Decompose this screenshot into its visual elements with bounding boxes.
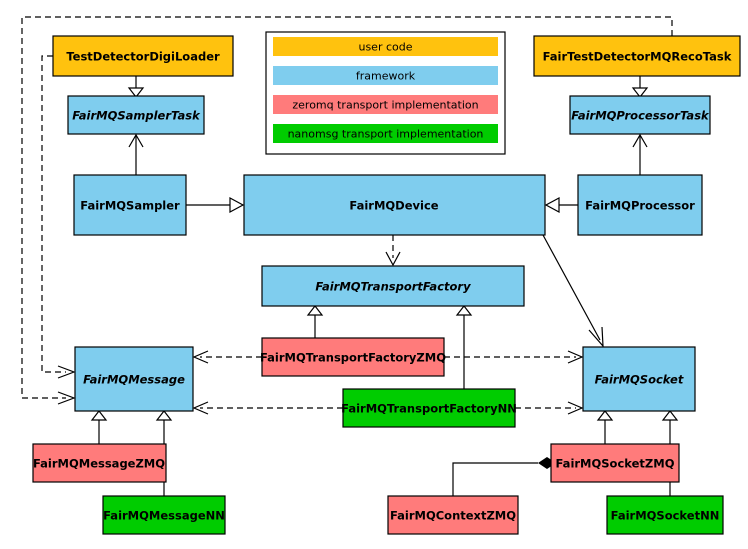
legend-swatch-nanomsg xyxy=(273,124,498,143)
arrowhead-tfnn-to-socket xyxy=(567,401,584,415)
arrowhead-device-to-transportfactory xyxy=(385,251,401,267)
edge-contextzmq-to-socketzmq xyxy=(452,462,538,496)
node-label-fairmqprocessor: FairMQProcessor xyxy=(585,199,695,213)
legend-item-user-code: user code xyxy=(273,37,498,56)
node-box-fairmqsocket[interactable] xyxy=(582,346,696,412)
legend-item-zeromq: zeromq transport implementation xyxy=(273,95,498,114)
legend: user code framework zeromq transport imp… xyxy=(265,31,506,155)
arrowhead-tfzmq-to-socket xyxy=(567,350,584,364)
arrowhead-processor-generalization xyxy=(544,196,560,214)
arrowhead-tfnn-generalization xyxy=(455,305,473,316)
legend-label-user-code: user code xyxy=(358,41,412,54)
node-box-fairmqsamplertask[interactable] xyxy=(67,95,205,135)
node-box-fairmqsampler[interactable] xyxy=(73,174,187,236)
node-label-fairmqsamplertask: FairMQSamplerTask xyxy=(72,109,201,123)
legend-item-framework: framework xyxy=(273,66,498,85)
node-box-fairmqmessagezmq[interactable] xyxy=(32,443,167,483)
arrowhead-messagenn-generalization xyxy=(155,410,173,421)
arrowhead-digiloader-to-message xyxy=(57,365,76,379)
arrowhead-tfzmq-to-message xyxy=(192,350,209,364)
arrowhead-tfnn-to-message xyxy=(192,401,209,415)
legend-swatch-user-code xyxy=(273,37,498,56)
node-label-fairmqtransportfactorynn: FairMQTransportFactoryNN xyxy=(341,402,517,416)
arrowhead-sampler-to-samplertask xyxy=(128,133,144,148)
node-label-fairmqmessagezmq: FairMQMessageZMQ xyxy=(33,457,165,471)
node-fairmqcontextzmq[interactable]: FairMQContextZMQ xyxy=(387,495,519,535)
node-box-fairmqdevice[interactable] xyxy=(243,174,546,236)
node-box-fairmqcontextzmq[interactable] xyxy=(387,495,519,535)
node-fairmqdevice[interactable]: FairMQDevice xyxy=(243,174,546,236)
node-box-fairmqtransportfactorynn[interactable] xyxy=(342,388,516,428)
node-label-fairmqsocket: FairMQSocket xyxy=(595,373,684,387)
arrowhead-socketzmq-generalization xyxy=(596,410,614,421)
node-fairmqtransportfactoryzmq[interactable]: FairMQTransportFactoryZMQ xyxy=(260,337,446,377)
node-fairmqtransportfactorynn[interactable]: FairMQTransportFactoryNN xyxy=(341,388,517,428)
node-fairmqsocket[interactable]: FairMQSocket xyxy=(582,346,696,412)
node-fairmqsocketzmq[interactable]: FairMQSocketZMQ xyxy=(550,443,680,483)
arrowhead-tfzmq-generalization xyxy=(306,305,324,316)
node-label-fairmqcontextzmq: FairMQContextZMQ xyxy=(390,509,516,523)
legend-label-nanomsg: nanomsg transport implementation xyxy=(288,128,484,141)
arrowhead-socketnn-generalization xyxy=(661,410,679,421)
node-fairmqmessagezmq[interactable]: FairMQMessageZMQ xyxy=(32,443,167,483)
node-box-fairmqprocessortask[interactable] xyxy=(569,95,711,135)
node-fairmqtransportfactory[interactable]: FairMQTransportFactory xyxy=(261,265,525,307)
node-group: TestDetectorDigiLoader FairTestDetectorM… xyxy=(32,35,741,535)
node-fairtestdetectormqrecotask[interactable]: FairTestDetectorMQRecoTask xyxy=(533,35,741,77)
edge-digiloader-to-message xyxy=(41,55,66,373)
node-fairmqsampler[interactable]: FairMQSampler xyxy=(73,174,187,236)
node-box-fairmqmessage[interactable] xyxy=(74,346,194,412)
node-box-fairmqtransportfactory[interactable] xyxy=(261,265,525,307)
arrowhead-recotask-to-message xyxy=(57,391,76,405)
node-label-fairmqsampler: FairMQSampler xyxy=(80,199,180,213)
node-fairmqsocketnn[interactable]: FairMQSocketNN xyxy=(606,495,724,535)
edge-device-to-socket xyxy=(542,234,601,341)
legend-swatch-zeromq xyxy=(273,95,498,114)
node-box-testdetectordigiloader[interactable] xyxy=(52,35,234,77)
node-fairmqsamplertask[interactable]: FairMQSamplerTask xyxy=(67,95,205,135)
node-fairmqmessage[interactable]: FairMQMessage xyxy=(74,346,194,412)
node-label-fairmqdevice: FairMQDevice xyxy=(349,199,438,213)
node-label-fairmqsocketnn: FairMQSocketNN xyxy=(611,509,720,523)
arrowhead-digiloader-generalization xyxy=(127,87,145,98)
node-label-fairtestdetectormqrecotask: FairTestDetectorMQRecoTask xyxy=(543,50,732,64)
edge-recotask-to-message xyxy=(21,16,673,399)
arrowhead-processor-to-processortask xyxy=(632,133,648,148)
node-box-fairmqtransportfactoryzmq[interactable] xyxy=(261,337,445,377)
node-label-fairmqmessage: FairMQMessage xyxy=(83,373,185,387)
legend-label-zeromq: zeromq transport implementation xyxy=(292,99,478,112)
node-fairmqprocessor[interactable]: FairMQProcessor xyxy=(577,174,703,236)
node-fairmqprocessortask[interactable]: FairMQProcessorTask xyxy=(569,95,711,135)
node-label-fairmqtransportfactory: FairMQTransportFactory xyxy=(315,280,471,294)
edge-group-long-dependencies xyxy=(21,16,673,405)
legend-label-framework: framework xyxy=(356,70,416,83)
legend-item-nanomsg: nanomsg transport implementation xyxy=(273,124,498,143)
edge-group-main xyxy=(90,76,679,496)
node-testdetectordigiloader[interactable]: TestDetectorDigiLoader xyxy=(52,35,234,77)
arrowhead-device-to-socket xyxy=(588,326,604,348)
node-label-fairmqtransportfactoryzmq: FairMQTransportFactoryZMQ xyxy=(260,351,446,365)
arrowhead-sampler-generalization xyxy=(229,196,245,214)
node-box-fairmqmessagenn[interactable] xyxy=(102,495,226,535)
node-box-fairmqsocketzmq[interactable] xyxy=(550,443,680,483)
legend-swatch-framework xyxy=(273,66,498,85)
node-box-fairmqsocketnn[interactable] xyxy=(606,495,724,535)
arrowhead-recotask-generalization xyxy=(631,87,649,98)
node-box-fairtestdetectormqrecotask[interactable] xyxy=(533,35,741,77)
node-fairmqmessagenn[interactable]: FairMQMessageNN xyxy=(102,495,226,535)
node-label-fairmqsocketzmq: FairMQSocketZMQ xyxy=(556,457,675,471)
node-label-fairmqmessagenn: FairMQMessageNN xyxy=(103,509,225,523)
node-label-testdetectordigiloader: TestDetectorDigiLoader xyxy=(66,50,220,64)
node-box-fairmqprocessor[interactable] xyxy=(577,174,703,236)
node-label-fairmqprocessortask: FairMQProcessorTask xyxy=(571,109,710,123)
arrowhead-messagezmq-generalization xyxy=(90,410,108,421)
